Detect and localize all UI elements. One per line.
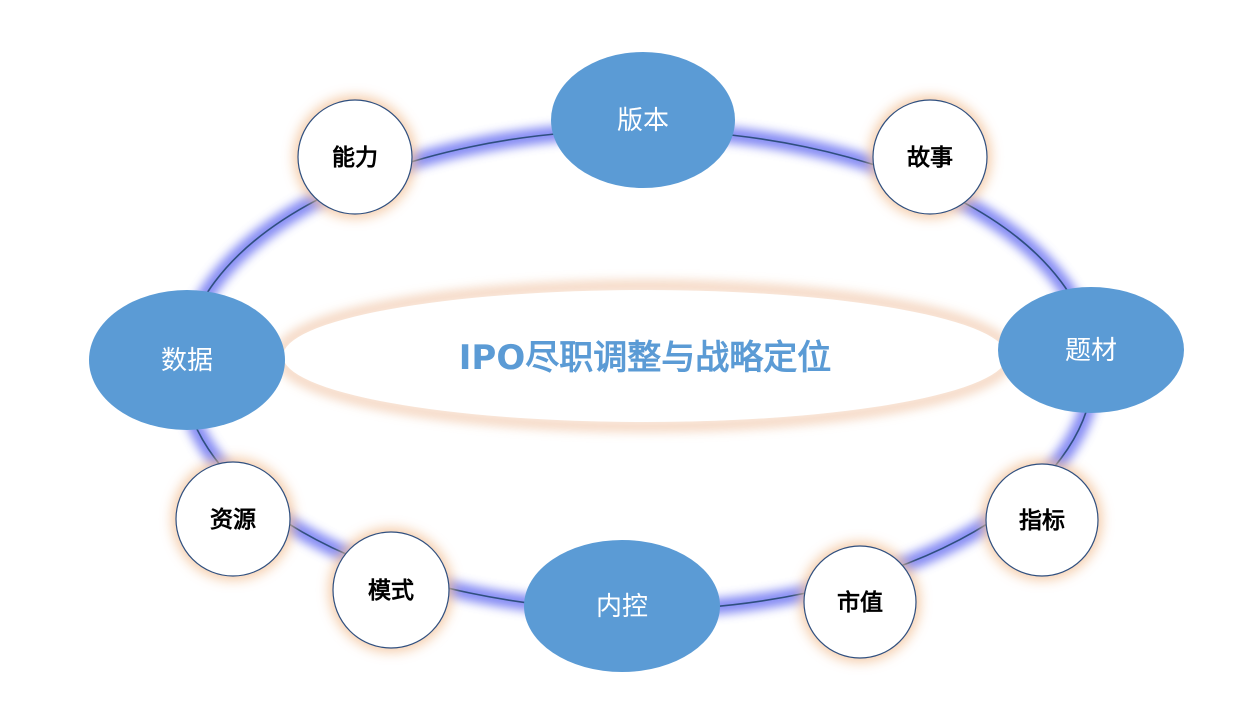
major-node-label: 内控 [596,592,648,622]
major-node-label: 版本 [617,106,669,136]
minor-node-gushi: 故事 [869,96,991,218]
major-node-shuju: 数据 [89,290,285,430]
minor-node-label: 指标 [1019,508,1065,534]
major-node-label: 题材 [1065,336,1117,366]
major-node-label: 数据 [161,346,213,376]
major-node-neikong: 内控 [524,540,720,672]
major-node-banben: 版本 [551,52,735,188]
minor-node-label: 资源 [210,507,256,533]
minor-node-zhibiao: 指标 [982,460,1102,580]
minor-node-shizhi: 市值 [800,542,920,662]
minor-node-label: 市值 [837,589,883,616]
major-node-ticai: 题材 [998,287,1184,413]
minor-node-label: 模式 [368,578,414,604]
minor-node-nengli: 能力 [294,96,416,218]
minor-node-label: 能力 [332,144,378,171]
center-ellipse: IPO尽职调整与战略定位 [274,280,1016,432]
minor-node-ziyuan: 资源 [172,458,294,580]
minor-node-moshi: 模式 [329,528,453,652]
diagram-title: IPO尽职调整与战略定位 [459,338,831,378]
minor-node-label: 故事 [907,145,953,171]
